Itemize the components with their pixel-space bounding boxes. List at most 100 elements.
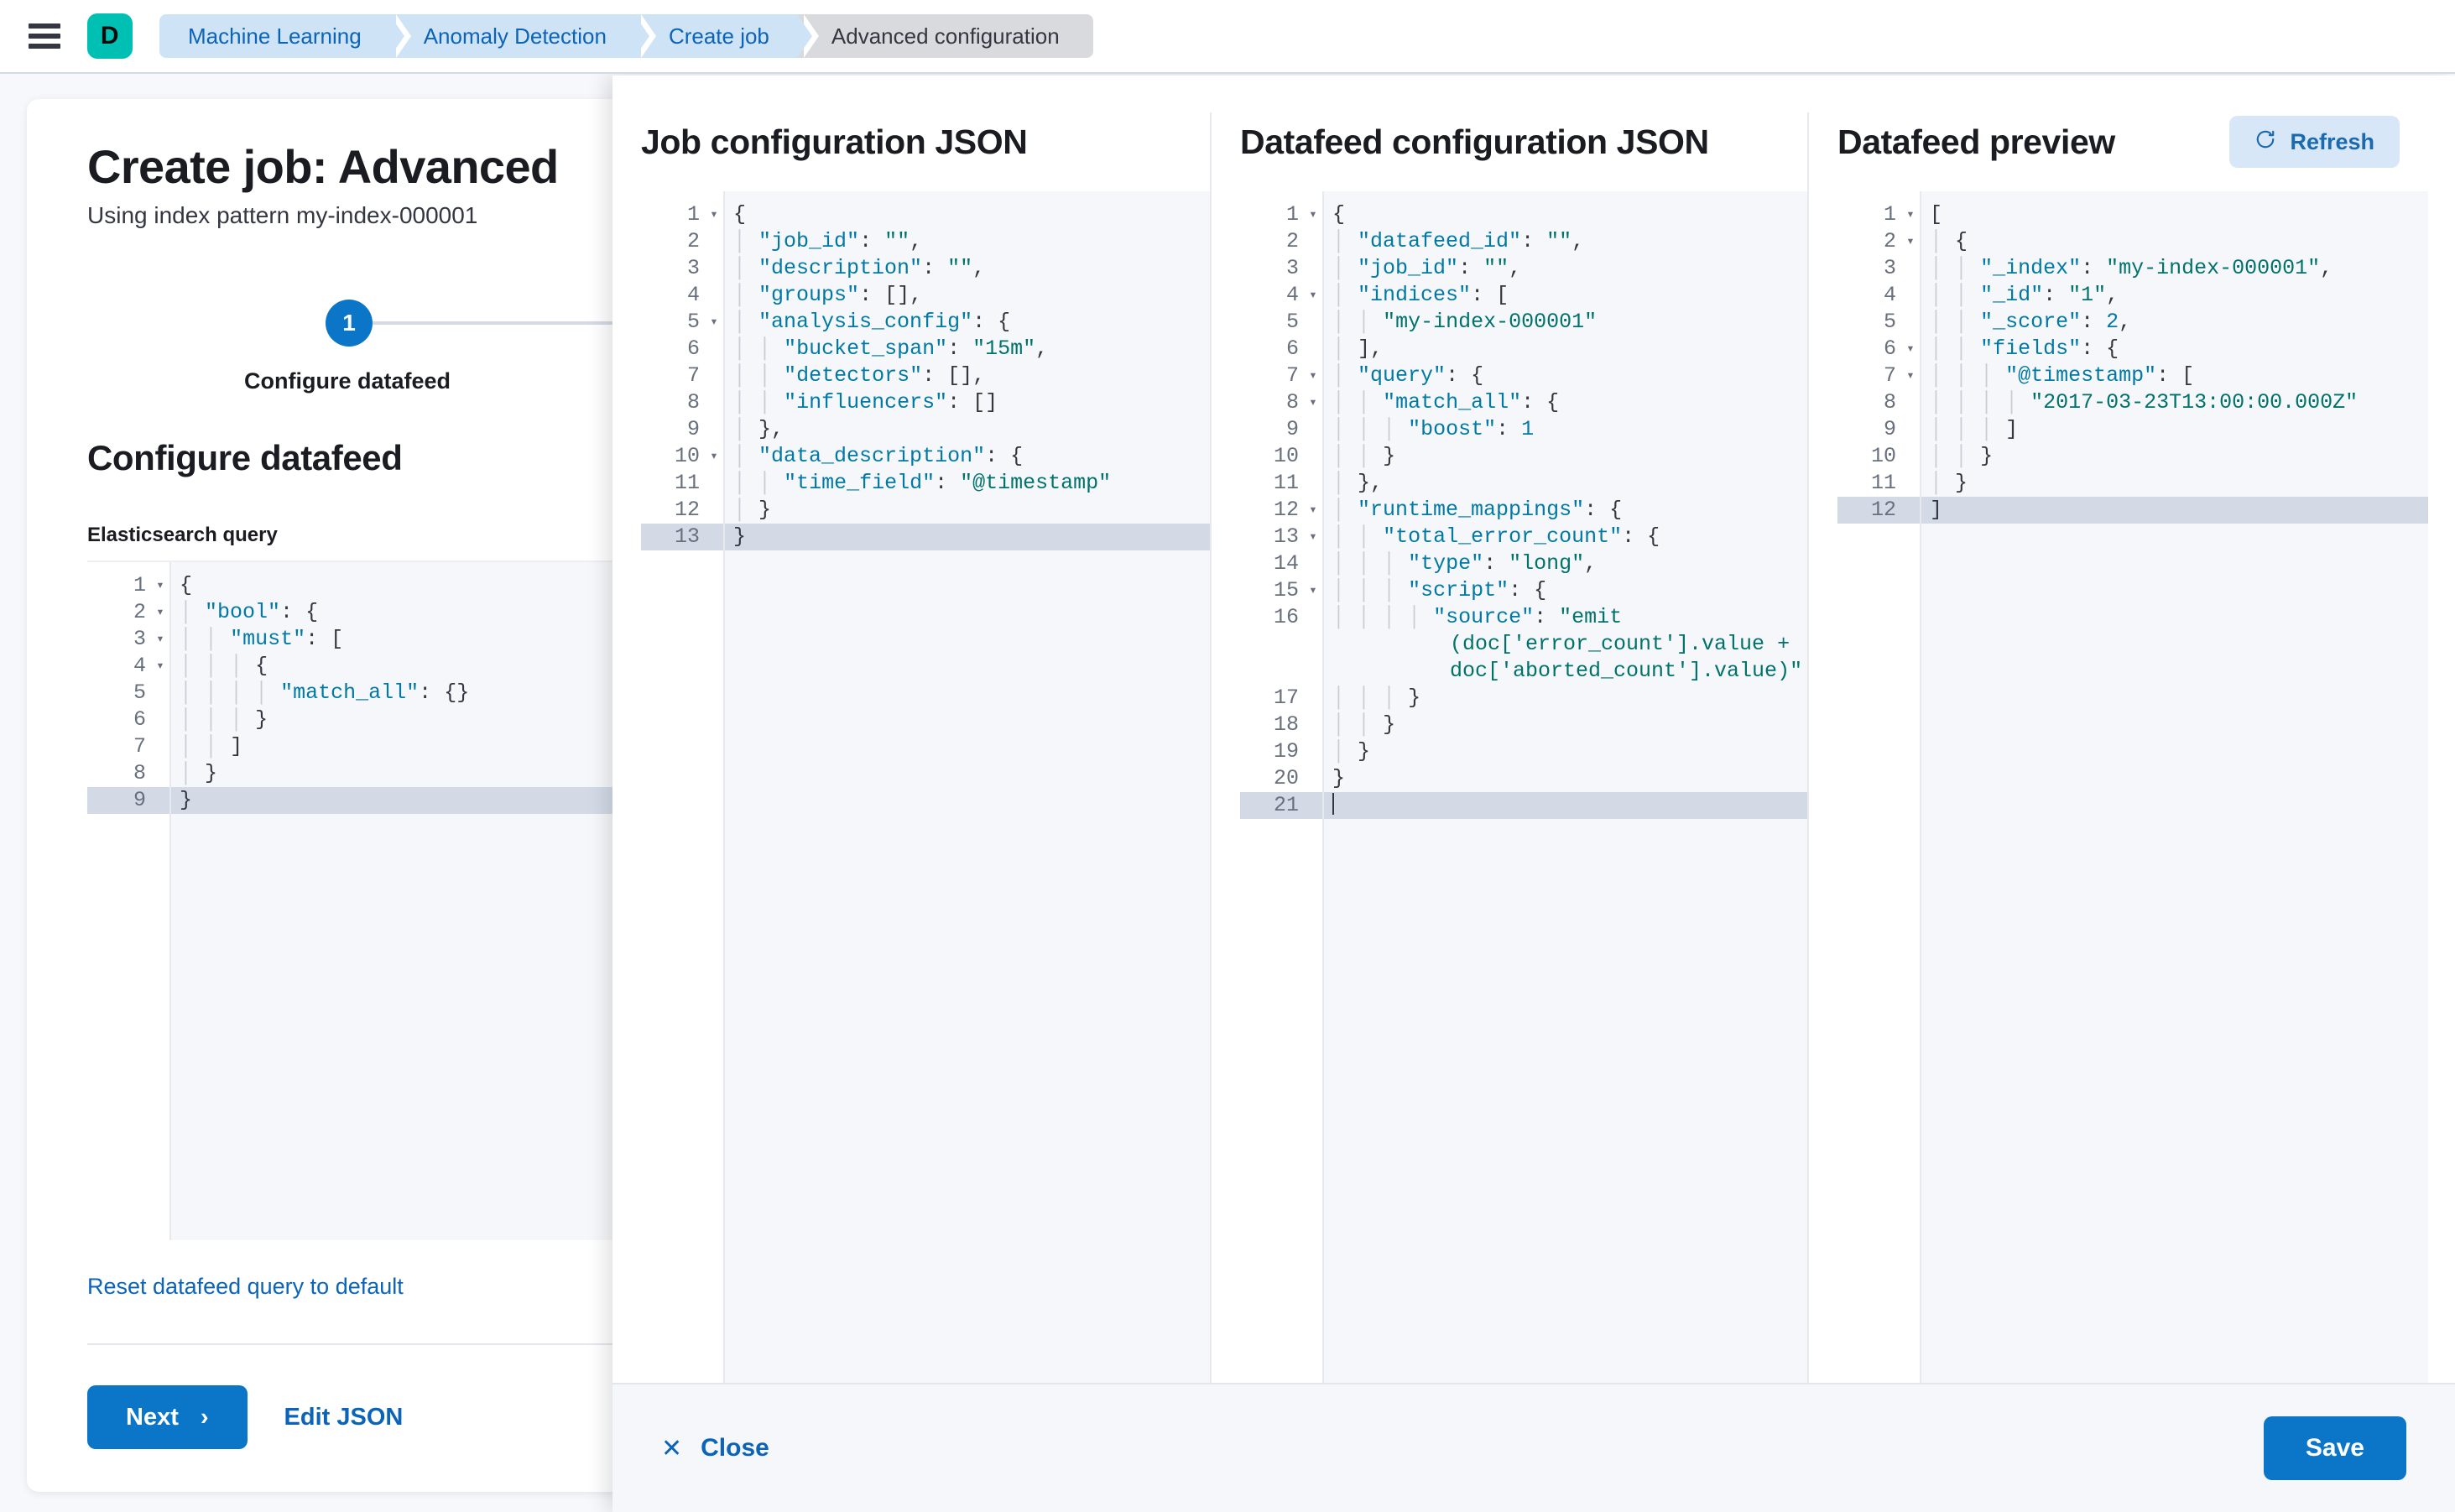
pane-header: Job configuration JSON bbox=[641, 112, 1210, 171]
editor-line-number: 3▾ bbox=[133, 627, 164, 651]
editor-content[interactable]: {│ "datafeed_id": "",│ "job_id": "",│ "i… bbox=[1324, 191, 1807, 1383]
editor-line: │ │ │ │ "source": "emit(doc['error_count… bbox=[1332, 605, 1803, 683]
editor-line-number: 16 bbox=[1273, 605, 1299, 629]
editor-line: │ │ "time_field": "@timestamp" bbox=[733, 471, 1112, 495]
editor-line: │ "indices": [ bbox=[1332, 283, 1509, 307]
section-title: Configure datafeed bbox=[87, 438, 403, 477]
wizard-action-row: Next › Edit JSON bbox=[87, 1385, 1158, 1449]
next-button-label: Next bbox=[126, 1403, 179, 1431]
editor-line: { bbox=[733, 202, 747, 227]
editor-line: │ │ │ ] bbox=[1930, 417, 2019, 441]
editor-line: { bbox=[180, 573, 193, 597]
editor-line-number: 10 bbox=[1273, 444, 1299, 468]
app-logo[interactable]: D bbox=[87, 13, 133, 59]
save-button[interactable]: Save bbox=[2263, 1416, 2406, 1480]
editor-line-number: 12 bbox=[1837, 497, 1920, 524]
refresh-button-label: Refresh bbox=[2290, 128, 2374, 154]
editor-line: │ │ │ │ "match_all": {} bbox=[180, 680, 470, 705]
edit-json-button[interactable]: Edit JSON bbox=[284, 1403, 404, 1431]
editor-line-number: 2▾ bbox=[133, 600, 164, 624]
editor-line-number: 17 bbox=[1273, 686, 1299, 710]
pane-title-preview: Datafeed preview bbox=[1837, 122, 2115, 161]
editor-line: ] bbox=[1921, 497, 2428, 524]
editor-content[interactable]: [│ {│ │ "_index": "my-index-000001",│ │ … bbox=[1921, 191, 2428, 1383]
editor-line: │ "bool": { bbox=[180, 600, 319, 624]
pane-title-job: Job configuration JSON bbox=[641, 122, 1028, 161]
editor-line-number: 5 bbox=[1883, 310, 1896, 334]
editor-line-number: 14 bbox=[1273, 551, 1299, 576]
editor-line: │ │ │ "boost": 1 bbox=[1332, 417, 1535, 441]
editor-line-number: 9 bbox=[686, 417, 700, 441]
page-subtitle: Using index pattern my-index-000001 bbox=[87, 202, 478, 228]
editor-line-number: 12▾ bbox=[1273, 498, 1317, 522]
editor-line-number: 4 bbox=[686, 283, 700, 307]
editor-line-number: 6 bbox=[133, 707, 146, 732]
refresh-icon bbox=[2254, 128, 2276, 156]
editor-line-number: 2▾ bbox=[1883, 229, 1915, 253]
editor-line-number: 10 bbox=[1870, 444, 1896, 468]
breadcrumb-item-1[interactable]: Anomaly Detection bbox=[389, 14, 657, 58]
close-x-icon: ✕ bbox=[661, 1434, 683, 1462]
editor-content[interactable]: {│ "job_id": "",│ "description": "",│ "g… bbox=[725, 191, 1210, 1383]
editor-line-number: 6▾ bbox=[1883, 336, 1915, 361]
refresh-button[interactable]: Refresh bbox=[2229, 116, 2400, 168]
next-button[interactable]: Next › bbox=[87, 1385, 248, 1449]
editor-line: │ │ "_score": 2, bbox=[1930, 310, 2132, 334]
editor-line: [ bbox=[1930, 202, 1943, 227]
editor-line: │ "query": { bbox=[1332, 363, 1484, 388]
editor-line: │ }, bbox=[1332, 471, 1384, 495]
editor-line-number: 3 bbox=[1883, 256, 1896, 280]
editor-line: { bbox=[1332, 202, 1346, 227]
editor-line: │ "job_id": "", bbox=[733, 229, 923, 253]
editor-line-number: 2 bbox=[1285, 229, 1299, 253]
editor-line: │ │ "must": [ bbox=[180, 627, 344, 651]
editor-line-number: 11 bbox=[1870, 471, 1896, 495]
editor-line-number: 9 bbox=[1285, 417, 1299, 441]
pane-title-datafeed: Datafeed configuration JSON bbox=[1240, 122, 1709, 161]
editor-line-number: 7 bbox=[686, 363, 700, 388]
close-button[interactable]: ✕ Close bbox=[661, 1434, 769, 1463]
editor-line-number: 4 bbox=[1883, 283, 1896, 307]
editor-line-number: 5 bbox=[1285, 310, 1299, 334]
editor-line: │ │ │ { bbox=[180, 654, 268, 678]
breadcrumb-item-0[interactable]: Machine Learning bbox=[159, 14, 411, 58]
editor-line-number: 1▾ bbox=[133, 573, 164, 597]
editor-line-number: 21 bbox=[1240, 792, 1322, 819]
editor-line-number: 10▾ bbox=[674, 444, 718, 468]
editor-line-number: 2 bbox=[686, 229, 700, 253]
editor-line-number: 18 bbox=[1273, 712, 1299, 737]
hamburger-menu-icon[interactable] bbox=[29, 23, 60, 49]
step-indicator-1[interactable]: 1 bbox=[326, 300, 373, 347]
editor-line: │ "runtime_mappings": { bbox=[1332, 498, 1623, 522]
editor-line: │ }, bbox=[733, 417, 784, 441]
editor-line-number: 8 bbox=[1883, 390, 1896, 414]
editor-line: │ │ │ "type": "long", bbox=[1332, 551, 1598, 576]
page-title: Create job: Advanced bbox=[87, 140, 559, 193]
editor-line: │ │ │ } bbox=[180, 707, 268, 732]
reset-datafeed-query-link[interactable]: Reset datafeed query to default bbox=[87, 1274, 404, 1299]
editor-line-number: 5▾ bbox=[686, 310, 718, 334]
editor-line-number: 7▾ bbox=[1883, 363, 1915, 388]
editor-line-number: 15▾ bbox=[1273, 578, 1317, 602]
editor-line: │ ], bbox=[1332, 336, 1384, 361]
editor-line: │ │ "match_all": { bbox=[1332, 390, 1560, 414]
editor-line: │ "analysis_config": { bbox=[733, 310, 1011, 334]
editor-line: │ │ } bbox=[1332, 444, 1396, 468]
breadcrumb-item-2[interactable]: Create job bbox=[634, 14, 819, 58]
query-field-label: Elasticsearch query bbox=[87, 524, 278, 546]
breadcrumb-item-3: Advanced configuration bbox=[797, 14, 1093, 58]
editor-line: │ │ ] bbox=[180, 734, 243, 759]
editor-line-number: 12 bbox=[674, 498, 700, 522]
editor-line: │ { bbox=[1930, 229, 1968, 253]
close-button-label: Close bbox=[701, 1434, 769, 1462]
editor-line: │ "job_id": "", bbox=[1332, 256, 1522, 280]
